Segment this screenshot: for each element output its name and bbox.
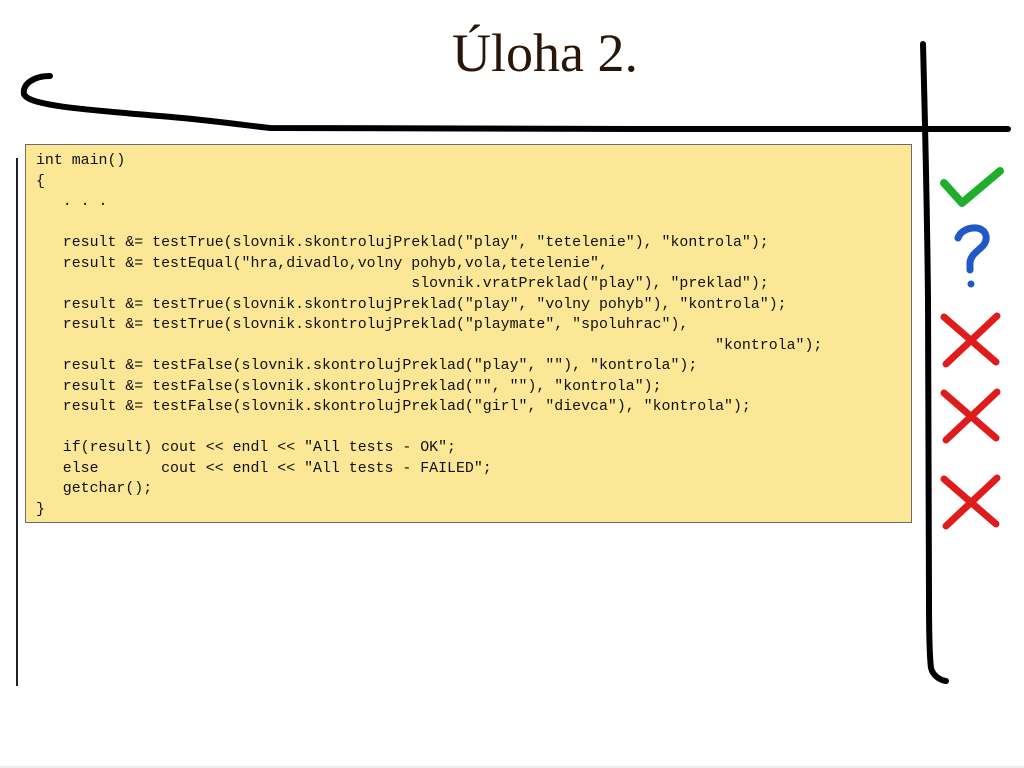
code-line: int main() — [36, 153, 126, 169]
check-icon — [940, 167, 1004, 207]
code-line: { — [36, 173, 45, 190]
code-line: getchar(); — [36, 481, 153, 497]
code-line: result &= testFalse(slovnik.skontrolujPr… — [36, 378, 662, 395]
code-line: . . . — [36, 194, 108, 210]
code-line: } — [36, 501, 45, 518]
code-line: else cout << endl << "All tests - FAILED… — [36, 460, 492, 477]
hand-drawn-vertical-line — [920, 41, 949, 684]
hand-drawn-underline — [20, 73, 1011, 132]
code-listing: int main() { . . . result &= testTrue(slo… — [36, 151, 822, 520]
code-line: result &= testTrue(slovnik.skontrolujPre… — [36, 296, 787, 313]
code-line: if(result) cout << endl << "All tests - … — [36, 440, 456, 456]
question-icon — [954, 224, 990, 288]
left-divider — [16, 158, 18, 686]
code-line: slovnik.vratPreklad("play"), "preklad"); — [36, 276, 769, 292]
footer-divider — [0, 766, 1024, 768]
code-line: result &= testTrue(slovnik.skontrolujPre… — [36, 317, 689, 333]
cross-icon — [940, 474, 1001, 530]
code-line — [36, 418, 822, 439]
code-line: result &= testTrue(slovnik.skontrolujPre… — [36, 235, 769, 251]
code-line: result &= testEqual("hra,divadlo,volny p… — [36, 255, 608, 272]
cross-icon — [940, 388, 1001, 444]
code-line — [36, 213, 822, 234]
slide-title: Úloha 2. — [452, 23, 638, 83]
code-line: "kontrola"); — [36, 337, 823, 354]
cross-icon — [940, 312, 1001, 368]
code-line: result &= testFalse(slovnik.skontrolujPr… — [36, 399, 751, 415]
code-line: result &= testFalse(slovnik.skontrolujPr… — [36, 358, 698, 374]
code-box — [25, 144, 912, 523]
